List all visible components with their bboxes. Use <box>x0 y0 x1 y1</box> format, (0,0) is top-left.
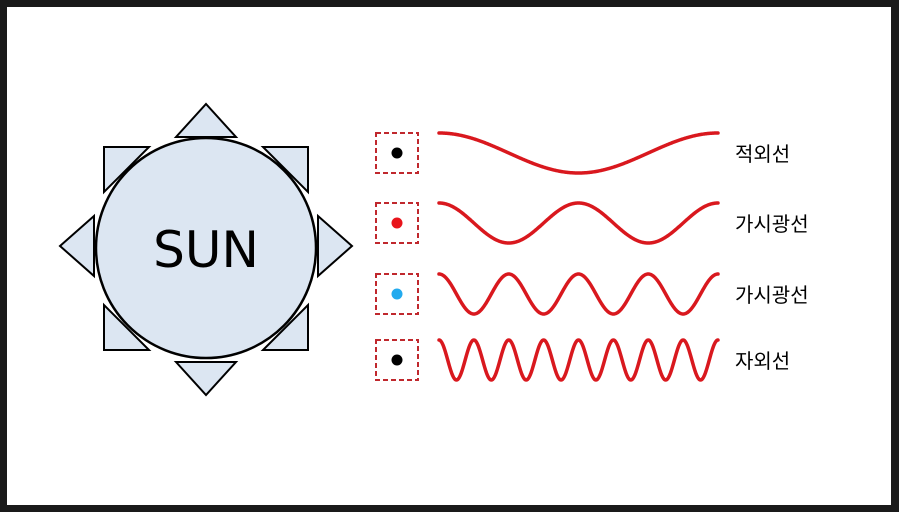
sun-ray-top-left <box>103 146 152 195</box>
dashed-box <box>375 202 419 244</box>
wave-row: 적외선 <box>375 131 790 175</box>
wave-line <box>437 338 720 382</box>
sun-ray-right <box>317 213 354 279</box>
wave-label: 적외선 <box>735 142 790 166</box>
dashed-box <box>375 339 419 381</box>
wave-label: 가시광선 <box>735 283 809 307</box>
sun-ray-bottom-right <box>260 302 309 351</box>
sun-ray-left <box>58 213 95 279</box>
wave-line <box>437 272 720 316</box>
dashed-box <box>375 273 419 315</box>
sun-ray-bottom-left <box>103 302 152 351</box>
dashed-box <box>375 132 419 174</box>
wave-label: 가시광선 <box>735 212 809 236</box>
wave-line <box>437 201 720 245</box>
wave-dot <box>391 147 403 159</box>
sun-rays <box>58 102 354 397</box>
wave-row: 자외선 <box>375 338 790 382</box>
wave-row: 가시광선 <box>375 201 809 245</box>
sun-label: SUN <box>153 221 259 279</box>
wave-line <box>437 131 720 175</box>
wave-label: 자외선 <box>735 349 790 373</box>
wave-dot <box>391 217 403 229</box>
sun-ray-top-right <box>260 146 309 195</box>
wave-dot <box>391 288 403 300</box>
sun-circle <box>94 136 318 360</box>
sun-ray-bottom <box>173 361 239 397</box>
wave-dot <box>391 354 403 366</box>
wave-row: 가시광선 <box>375 272 809 316</box>
sun-ray-top <box>173 102 239 138</box>
